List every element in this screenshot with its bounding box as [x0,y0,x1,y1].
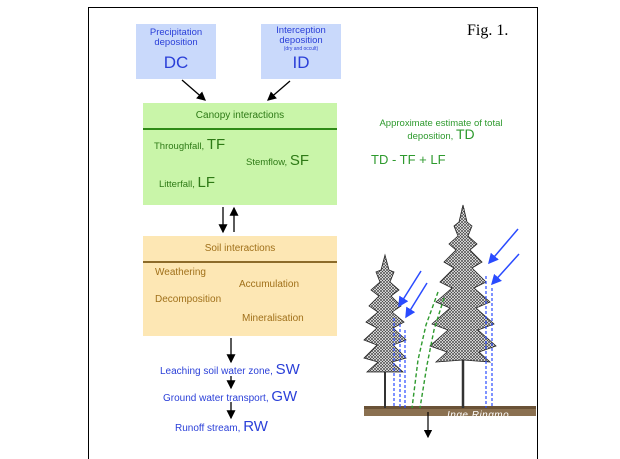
canopy-interactions-box: Canopy interactions Throughfall, TF Stem… [143,103,337,205]
outflow-gw-label: Ground water transport, GW [163,388,297,405]
stemflow-code: SF [289,152,309,169]
soil-process-weathering: Weathering [155,267,206,278]
soil-process-accumulation: Accumulation [239,279,300,290]
litterfall-text: Litterfall, [159,179,195,190]
td-code: TD [455,126,475,142]
throughfall-code: TF [206,136,226,153]
rain-arrow-4 [490,253,520,286]
outflow-gw-code: GW [271,388,298,405]
outflow-sw-text: Leaching soil water zone, [160,366,273,377]
forest-illustration [363,204,536,439]
outflow-rw-text: Runoff stream, [175,423,241,434]
td-description-text: Approximate estimate of total deposition… [379,118,503,142]
outflow-sw-code: SW [275,361,300,378]
canopy-divider [143,128,337,130]
interception-title: Interception deposition [276,25,326,46]
rain-arrow-2 [405,282,428,319]
rain-arrow-3 [488,228,519,265]
throughfall-label: Throughfall, TF [154,136,225,153]
total-deposition-equation: TD - TF + LF [371,152,446,167]
arrow-id-to-canopy [267,80,291,101]
stemflow-dashed-lines [411,291,445,409]
outflow-rw-label: Runoff stream, RW [175,418,268,435]
throughfall-text: Throughfall, [154,141,205,152]
outflow-sw-label: Leaching soil water zone, SW [160,361,300,378]
tall-spruce-tree [429,204,497,408]
litterfall-code: LF [197,174,216,191]
outflow-gw-text: Ground water transport, [163,393,269,404]
outflow-rw-code: RW [243,418,268,435]
litterfall-label: Litterfall, LF [159,174,215,191]
soil-title: Soil interactions [204,243,276,254]
precipitation-code: DC [163,53,189,72]
throughfall-dashed-lines [393,276,493,408]
soil-process-mineralisation: Mineralisation [242,313,304,324]
total-deposition-description: Approximate estimate of total deposition… [366,118,516,142]
arrow-dc-to-canopy [181,79,206,101]
figure-label: Fig. 1. [467,22,509,39]
precipitation-title: Precipitation deposition [149,27,203,48]
interception-note: (dry and occult) [283,46,319,52]
canopy-title: Canopy interactions [195,110,285,121]
small-spruce-tree [363,253,407,408]
illustration-credit: Inge Ringmo [447,410,510,421]
stemflow-label: Stemflow, SF [246,152,309,169]
ground-strip [364,408,536,416]
stemflow-text: Stemflow, [246,157,288,168]
rain-arrow-1 [398,270,422,308]
soil-process-decomposition: Decomposition [155,294,222,305]
interception-deposition-box: Interception deposition (dry and occult)… [261,24,341,79]
soil-interactions-box: Soil interactions Weathering Accumulatio… [143,236,337,336]
soil-divider [143,261,337,263]
precipitation-deposition-box: Precipitation deposition DC [136,24,216,79]
interception-code: ID [292,53,310,72]
